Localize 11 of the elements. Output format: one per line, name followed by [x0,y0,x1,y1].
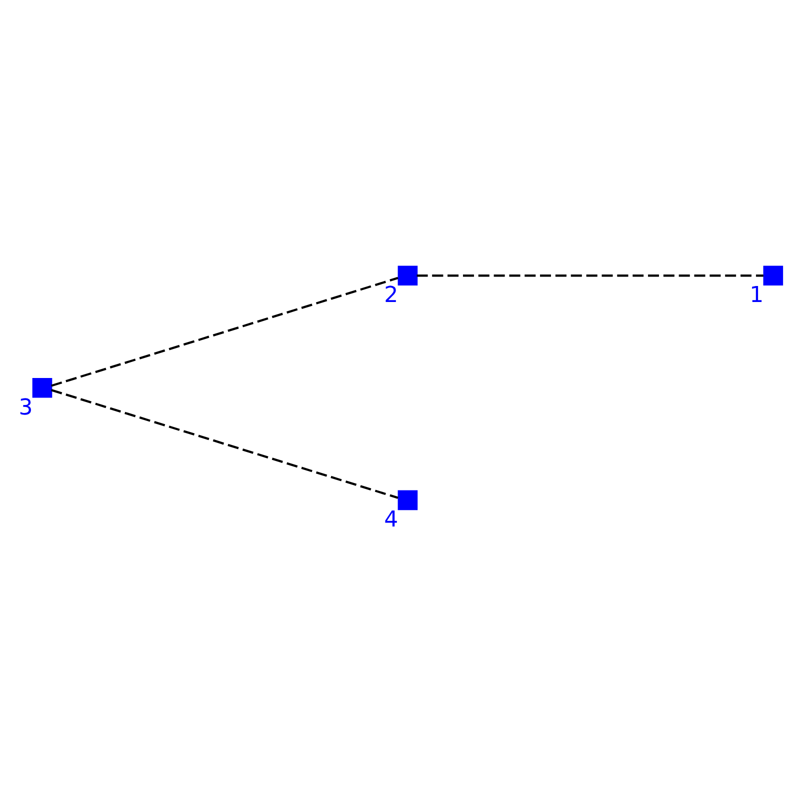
node-box [398,490,418,510]
node-label: 4 [384,508,398,533]
connector [416,274,764,277]
connector [51,276,398,387]
node-box [32,378,52,398]
connector [51,388,398,499]
node-box [398,266,418,286]
node-label: 1 [750,283,764,308]
node-label: 2 [384,283,398,308]
node-label: 3 [18,395,33,420]
node-box [763,266,784,286]
